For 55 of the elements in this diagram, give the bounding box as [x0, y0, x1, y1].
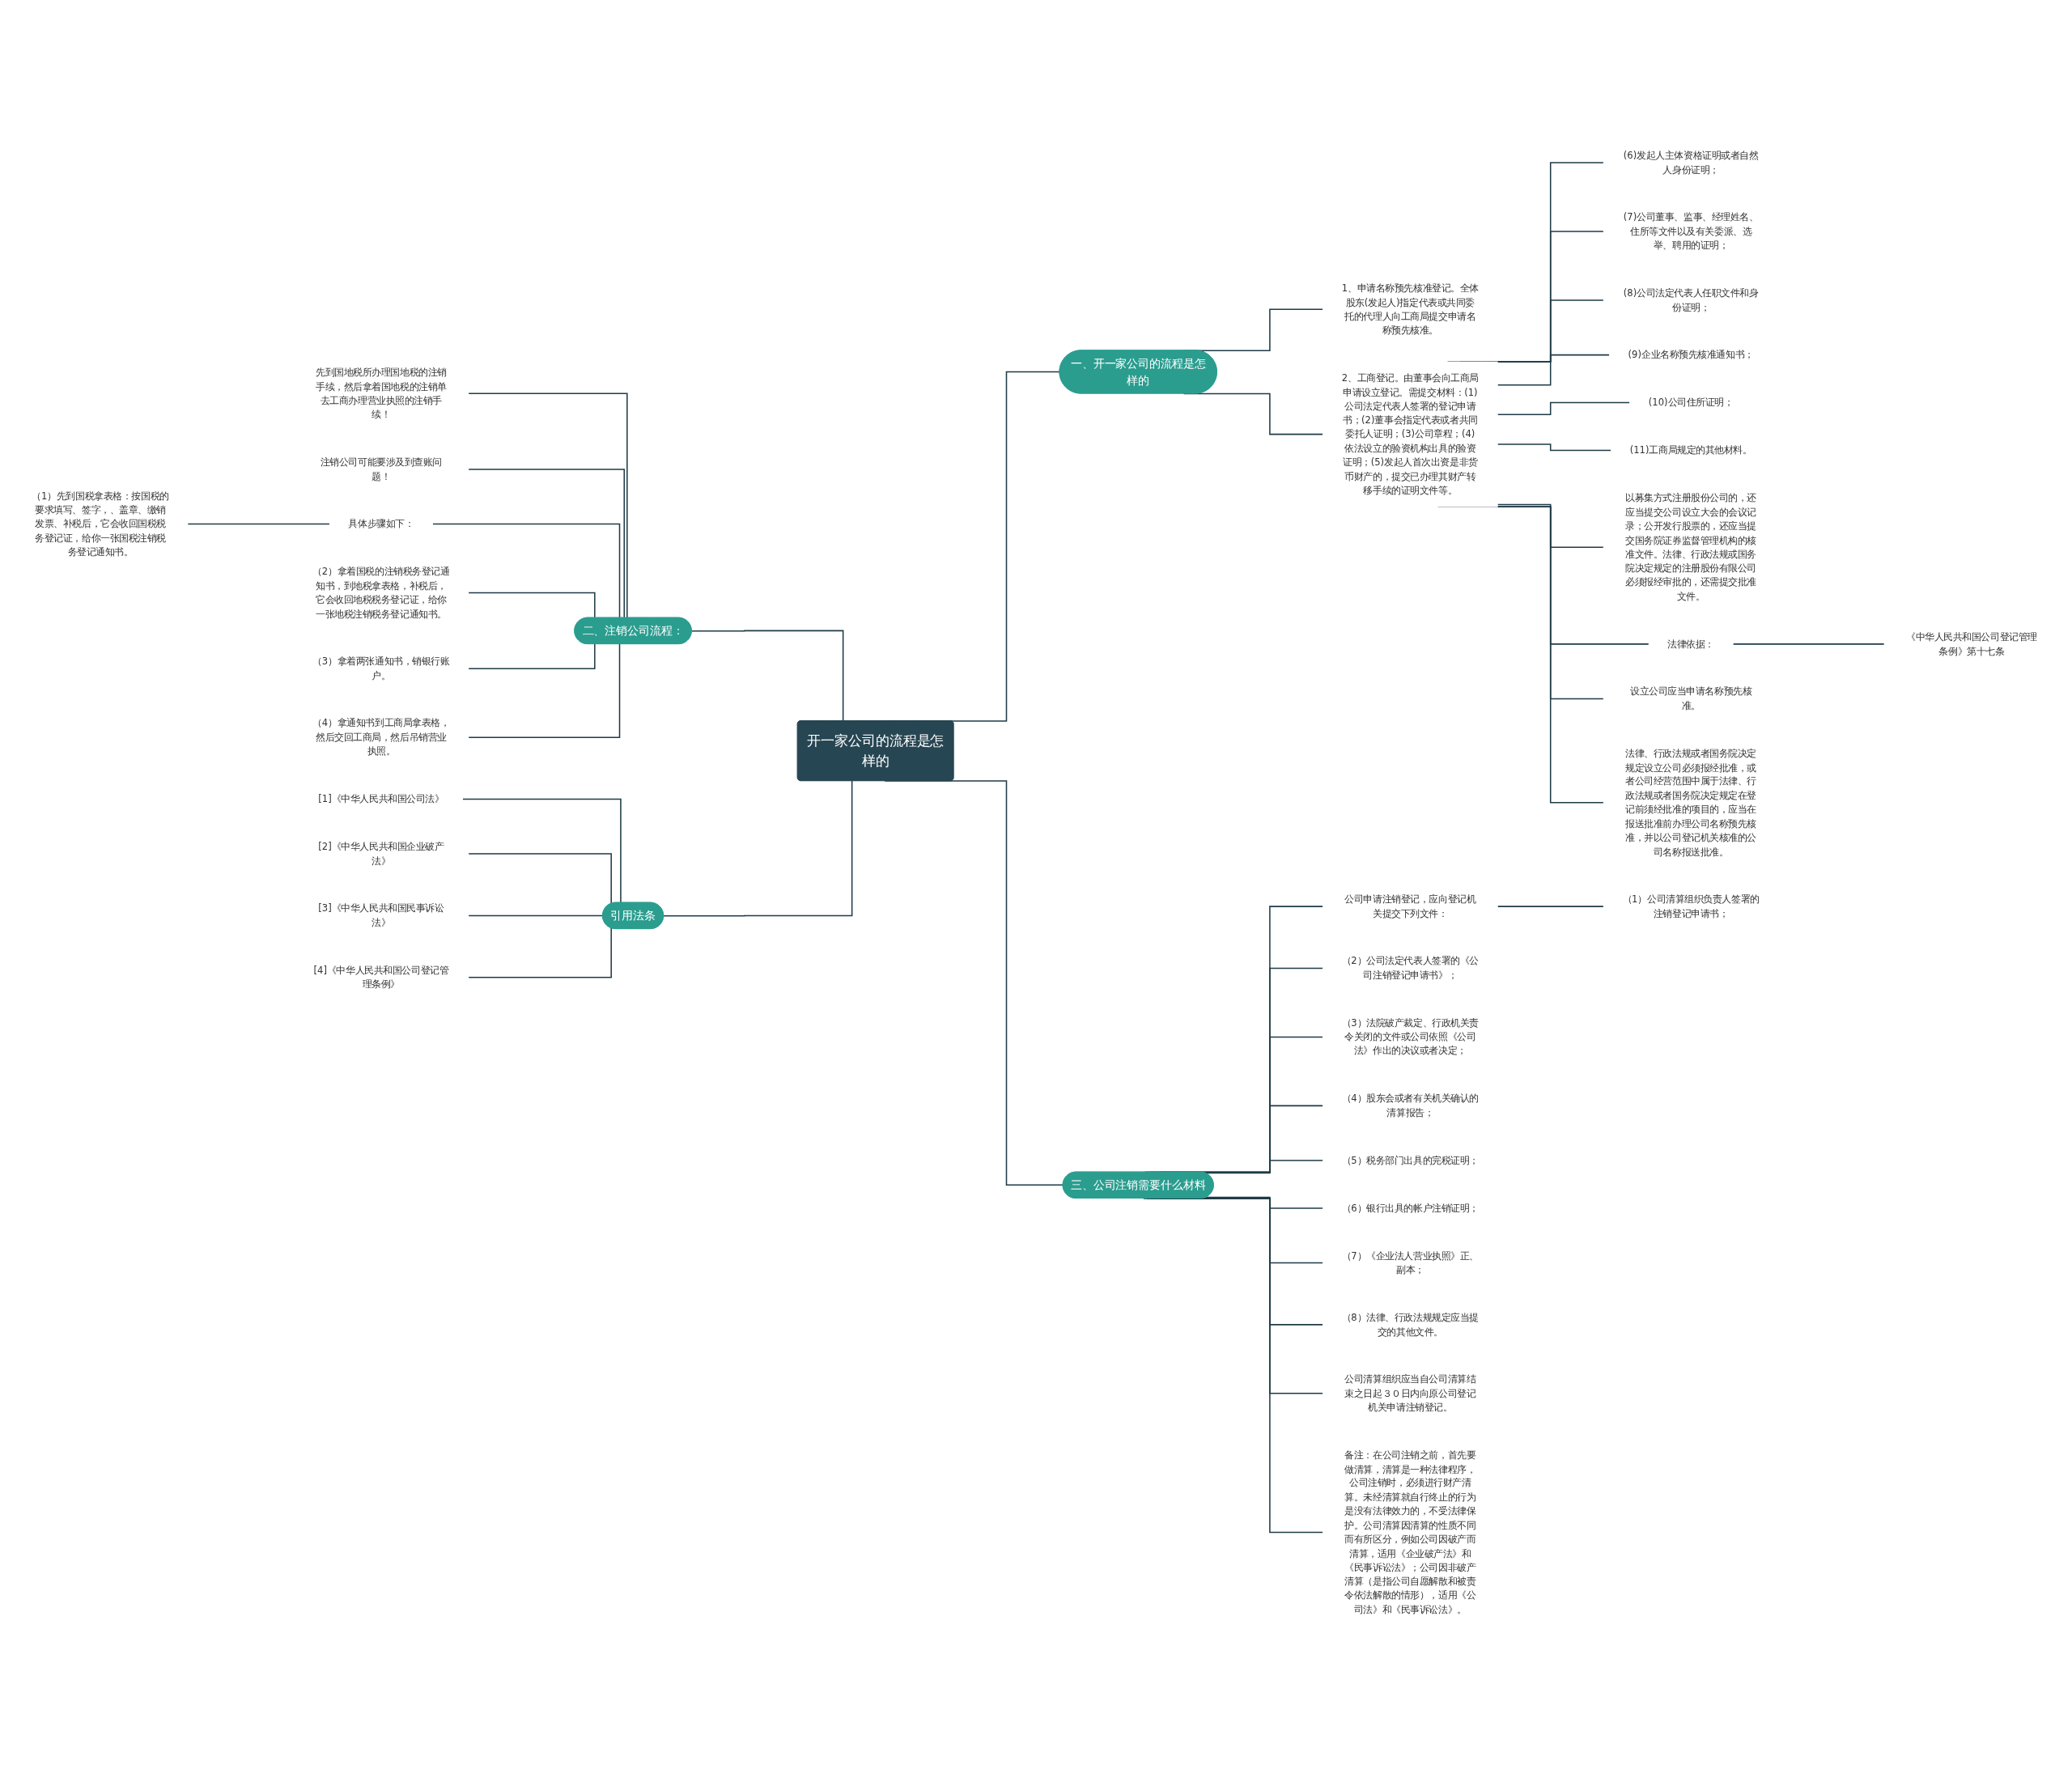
connector	[468, 643, 596, 669]
node-text: [2]《中华人民共和国企业破产法》	[318, 841, 444, 867]
node-text: 公司申请注销登记，应向登记机关提交下列文件：	[1344, 893, 1476, 919]
node-text: (6)发起人主体资格证明或者自然人身份证明；	[1623, 150, 1759, 176]
node-text: 《中华人民共和国公司登记管理条例》第十七条	[1906, 630, 2037, 657]
node-text: （1）公司清算组织负责人签署的注销登记申请书；	[1622, 893, 1760, 919]
connector	[663, 780, 853, 917]
node-text: (10)公司住所证明；	[1648, 397, 1734, 409]
connector	[468, 643, 621, 738]
node-text: (7)公司董事、监事、经理姓名、住所等文件以及有关委派、选举、聘用的证明；	[1623, 211, 1759, 251]
node-text: （4）拿通知书到工商局拿表格，然后交回工商局，然后吊销营业执照。	[312, 717, 450, 757]
node-text: （6）银行出具的帐户注销证明；	[1341, 1202, 1479, 1214]
connector	[1497, 906, 1604, 907]
node-text: 法律、行政法规或者国务院决定规定设立公司必须报经批准，或者公司经营范围中属于法律、行政法规或者国务院决定规定在登记前须经批准的项目的，应当在报送批准前办理公司名称预先核准，并以公司登记机关核准的公司名称报送批准。	[1625, 747, 1757, 858]
connector	[468, 469, 625, 619]
node-text: （5）税务部门出具的完税证明；	[1341, 1154, 1479, 1166]
node-text: 设立公司应当申请名称预先核准。	[1629, 685, 1752, 711]
connector	[468, 592, 596, 619]
node-text: 具体步骤如下：	[348, 518, 414, 530]
node-text: （3）法院破产裁定、行政机关责令关闭的文件或公司依照《公司法》作出的决议或者决定；	[1341, 1016, 1479, 1057]
connector	[1205, 1196, 1324, 1209]
connector	[468, 927, 612, 978]
connector	[431, 523, 621, 619]
connector	[468, 853, 612, 905]
node-text: 公司清算组织应当自公司清算结束之日起３０日内向原公司登记机关申请注销登记。	[1344, 1373, 1476, 1413]
connector	[1497, 354, 1611, 386]
node-text: 先到国地税所办理国地税的注销手续，然后拿着国地税的注销单去工商办理营业执照的注销手续！	[315, 367, 447, 420]
node-text: 备注：在公司注销之前，首先要做清算，清算是一种法律程序，公司注销时，必须进行财产清算。未经清算就自行终止的行为是没有法律效力的，不受法律保护。公司清算因清算的性质不同而有所区分，例如公司因破产而清算，适用《企业破产法》和《民事诉讼法》；公司因非破产清算（是指公司自愿解散和被责令依法解散的情形），适用《公司法》和《民事诉讼法》。	[1344, 1449, 1476, 1615]
node-text: (9)企业名称预先核准通知书；	[1628, 349, 1754, 361]
connector	[690, 630, 844, 722]
node-text: 注销公司可能要涉及到查账问题！	[320, 456, 443, 482]
node-text: （1）先到国税拿表格：按国税的要求填写、签字，、盖章、缴销发票、补税后，它会收回国税税务登记证，给你一张国税注销税务登记通知书。	[32, 490, 169, 558]
connector	[468, 914, 604, 917]
connector	[1497, 401, 1631, 415]
connector	[461, 798, 622, 904]
connector	[468, 392, 628, 619]
node-text: （4）股东会或者有关机关确认的清算报告；	[1341, 1093, 1479, 1118]
node-text: [3]《中华人民共和国民事诉讼法》	[318, 902, 444, 928]
node-text: (8)公司法定代表人任职文件和身份证明；	[1623, 287, 1759, 313]
connector	[1732, 643, 1885, 645]
node-text: （2）拿着国税的注销税务登记通知书，到地税拿表格，补税后，它会收回地税税务登记证，给你一张地税注销税务登记通知书。	[312, 566, 450, 620]
mind-map: 开一家公司的流程是怎样的 一、开一家公司的流程是怎样的 1、申请名称预先核准登记。全体股东(发起人)指定代表或共同委托的代理人向工商局提交申请名称预先核准。 2、工商登记。由董事会向工商局申请设立登记。需提交材料：(1)公司法定代表人签署的登记申请书；(2)董事会指定代表或者共同委托人证明；(3)公司章程；(4)依法设立的验资机构出具的验资证明；(5)发起人首次出资是非货币财产的，提交已办理其财产转移手续的证明文件等。 (6)发起人主体资格证明或者自然人身份证明； (7)公司董事、监事、经理姓名、住所等文件以及有关委派、选举、聘用的证明； (8)公司法定代表人任职文件和身份证明； (9)企业名称预先核准通知书； (10)公司住所证明； (11)工商局规定的其他材料。 以募集方式注册股份公司的，还应当提交公司设立大会的会议记录；公开发行股票的，还应当提交国务院证券监督管理机构的核准文件。法律、行政法规或国务院决定规定的注册股份有限公司必须报经审批的，还需提交批准文件。 法律依据： 《中华人民共和国公司登记管理条例》第十七条 设立公司应当申请名称预先核准。 法律、行政法规或者国务院决定规定设立公司必须报经批准，或者公司经营范围中属于法律、行政法规或者国务院决定规定在登记前须经批准的项目的，应当在报送批准前办理公司名称预先核准，并以公司登记机关核准的公司名称报送批准。 二、注销公司流程： 先到国地税所办理国地税的注销手续，然后拿着国地税的注销单去工商办理营业执照的注销手续！ 注销公司可能要涉及到查账问题！ 具体步骤如下： （1）先到国税拿表格：按国税的要求填写、签字，、盖章、缴销发票、补税后，它会收回国税税务登记证，给你一张国税注销税务登记通知书。 （2）拿着国税的注销税务登记通知书，到地税拿表格，补税后，它会收回地税税务登记证，给你一张地税注销税务登记通知书。 （3）拿着两张通知书，销银行账户。 （4）拿通知书到工商局拿表格，然后交回工商局，然后吊销营业执照。 引用法条 [1]《中华人民共和国公司法》 [2]《中华人民共和国企业破产法》 [3]《中华人民共和国民事诉讼法》 [4]《中华人民共和国公司登记管理条例》 三、公司注销需要什么材料 公司申请注销登记，应向登记机关提交下列文件： （1）公司清算组织负责人签署的注销登记申请书； （2）公司法定代表人签署的《公司注销登记申请书》； （3）法院破产裁定、行政机关责令关闭的文件或公司依照《公司法》作出的决议或者决定； （4）股东会或者有关机关确认的清算报告； （5）税务部门出具的完税证明； （6）银行出具的帐户注销证明； （7）《企业法人营业执照》正、副本； （8）法律、行政法规规定应当提交的其他文件。 公司清算组织应当自公司清算结束之日起３０日内向原公司登记机关申请注销登记。 备注：在公司注销之前，首先要做清算，清算是一种法律程序，公司注销时，必须进行财产清算。未经清算就自行终止的行为是没有法律效力的，不受法律保护。公司清算因清算的性质不同而有所区分，例如公司因破产而清算，适用《企业破产法》和《民事诉讼法》；公司因非破产清算（是指公司自愿解散和被责令依法解散的情形），适用《公司法》和《民事诉讼法》。	[8, 134, 2064, 1631]
node-text: 法律依据：	[1667, 638, 1715, 650]
node-text: （8）法律、行政法规规定应当提交的其他文件。	[1341, 1311, 1479, 1338]
node-text: （2）公司法定代表人签署的《公司注销登记申请书》；	[1341, 955, 1479, 981]
node-text: （3）拿着两张通知书，销银行账户。	[312, 656, 450, 681]
connector	[1497, 503, 1604, 548]
node-text: 1、申请名称预先核准登记。全体股东(发起人)指定代表或共同委托的代理人向工商局提交申请名称预先核准。	[1341, 282, 1479, 336]
connector	[1497, 443, 1612, 452]
node-text: （7）《企业法人营业执照》正、副本；	[1341, 1250, 1479, 1275]
node-text: 以募集方式注册股份公司的，还应当提交公司设立大会的会议记录；公开发行股票的，还应当提交国务院证券监督管理机构的核准文件。法律、行政法规或国务院决定规定的注册股份有限公司必须报经审批的，还需提交批准文件。	[1625, 492, 1757, 602]
node-text: [4]《中华人民共和国公司登记管理条例》	[313, 964, 449, 990]
connector	[187, 523, 331, 525]
node-text: [1]《中华人民共和国公司法》	[318, 793, 444, 805]
node-text: (11)工商局规定的其他材料。	[1629, 444, 1752, 456]
